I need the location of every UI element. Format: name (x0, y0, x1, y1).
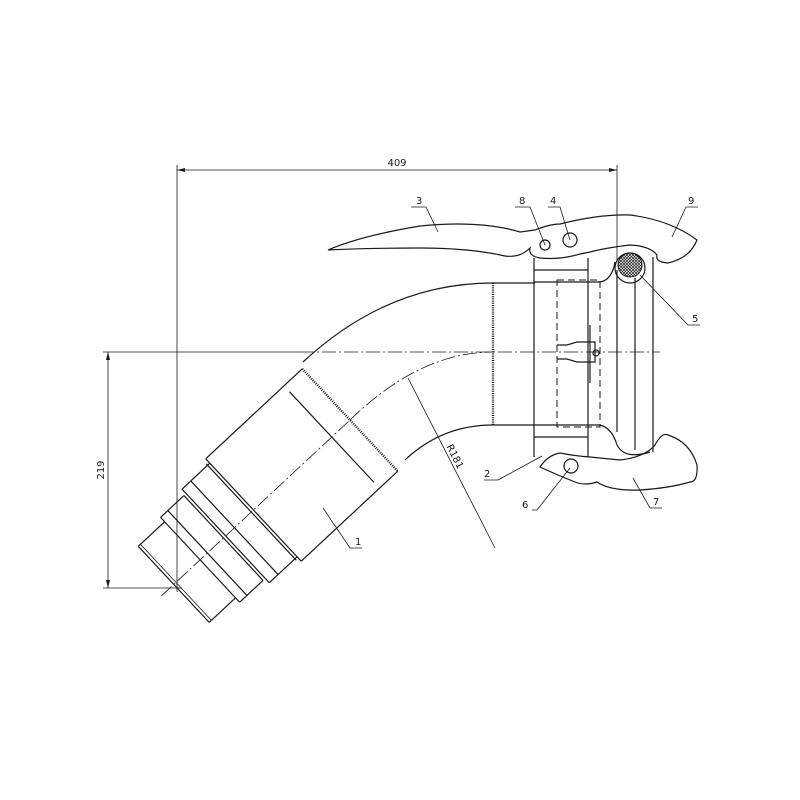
callout-2: 2 (484, 469, 490, 480)
top-lever (327, 214, 698, 264)
dimension-height-label: 219 (96, 460, 107, 479)
callout-9: 9 (688, 196, 694, 207)
radius-label: R181 (443, 443, 465, 471)
bottom-lever (539, 433, 698, 491)
radius-leader (407, 377, 496, 549)
pin-4 (562, 232, 578, 248)
callouts: 3 8 4 9 5 2 6 7 1 (322, 196, 700, 549)
hose-shank (137, 367, 399, 623)
pin-8 (539, 239, 551, 251)
callout-3: 3 (416, 196, 422, 207)
dimension-width: 409 (176, 158, 618, 592)
seal-ring (617, 252, 643, 278)
callout-5: 5 (692, 314, 698, 325)
dimension-height: 219 (96, 351, 300, 589)
pipe-bend: R181 (302, 282, 535, 549)
callout-7: 7 (653, 497, 659, 508)
coupling-body (533, 252, 654, 457)
dimension-width-label: 409 (387, 158, 406, 169)
callout-4: 4 (550, 196, 556, 207)
callout-8: 8 (519, 196, 525, 207)
pin-6 (563, 458, 579, 474)
callout-6: 6 (522, 500, 528, 511)
callout-1: 1 (355, 537, 361, 548)
